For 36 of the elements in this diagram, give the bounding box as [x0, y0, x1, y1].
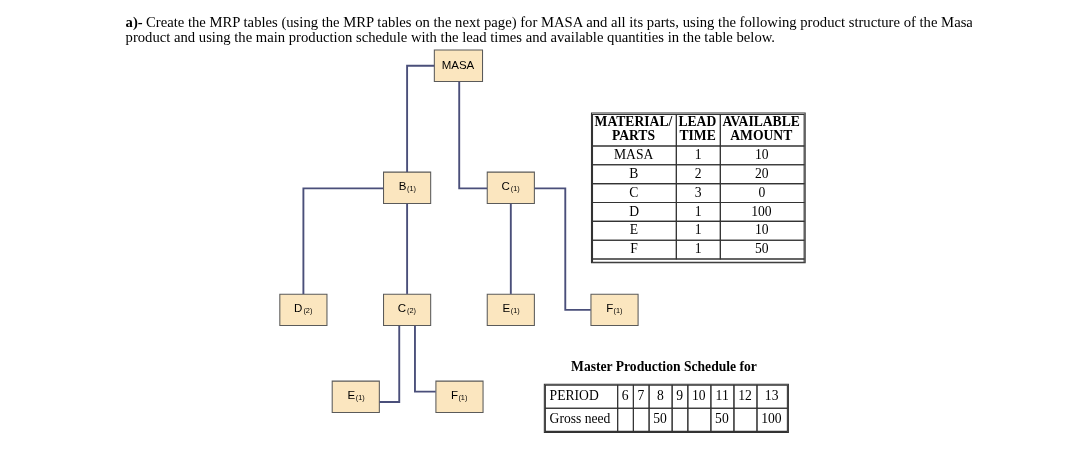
- label: B: [628, 165, 638, 181]
- label: F: [629, 241, 638, 257]
- label: 10: [754, 146, 768, 162]
- label: 10: [754, 222, 768, 238]
- label: MASA: [613, 146, 653, 162]
- label: 100: [750, 203, 772, 219]
- label: Master Production Schedule for: [570, 359, 757, 375]
- label: 13: [764, 388, 778, 404]
- label: 7: [637, 388, 644, 404]
- label: 20: [754, 165, 768, 181]
- label: E: [629, 222, 638, 238]
- label: 12: [737, 388, 752, 404]
- label: 1: [694, 203, 701, 219]
- label: 2: [694, 165, 701, 181]
- label: 6: [621, 388, 629, 404]
- label: 11: [715, 388, 729, 404]
- label: PERIOD: [549, 388, 599, 404]
- label: 3: [694, 184, 701, 200]
- label: 50: [714, 411, 729, 427]
- diagram-title: a)- Create the MRP tables (using the MRP tables on the next page) for MASA and all its parts, using the following product structure of the Masa product and using the main production schedule with the lead times and available quantities in the table below.: [125, 14, 973, 45]
- label: D: [628, 203, 639, 219]
- label: 10: [691, 388, 706, 404]
- label: 100: [760, 411, 782, 427]
- label: Gross need: [549, 411, 610, 427]
- label: 50: [652, 411, 667, 427]
- label: 1: [694, 222, 701, 238]
- label: 8: [656, 388, 664, 404]
- label: MATERIAL/ PARTS: [594, 114, 672, 144]
- label: 1: [694, 146, 701, 162]
- label: 50: [754, 241, 768, 257]
- label: AVAILABLE AMOUNT: [721, 114, 800, 144]
- label: LEAD TIME: [677, 114, 716, 144]
- label: C: [628, 184, 638, 200]
- label: 1: [694, 241, 701, 257]
- label: 0: [758, 184, 765, 200]
- label: 9: [675, 388, 683, 404]
